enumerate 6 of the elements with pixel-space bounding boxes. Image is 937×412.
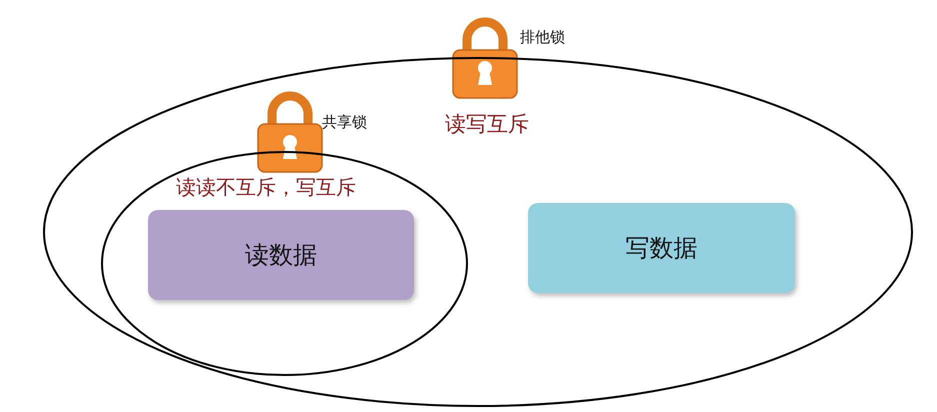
lock-note: 读写互斥 <box>445 111 529 138</box>
lock-note: 读读不互斥，写互斥 <box>176 174 356 201</box>
process-box: 写数据 <box>528 203 795 293</box>
lock-label: 排他锁 <box>520 28 565 47</box>
process-box: 读数据 <box>148 210 414 300</box>
lock-label: 共享锁 <box>322 113 367 132</box>
